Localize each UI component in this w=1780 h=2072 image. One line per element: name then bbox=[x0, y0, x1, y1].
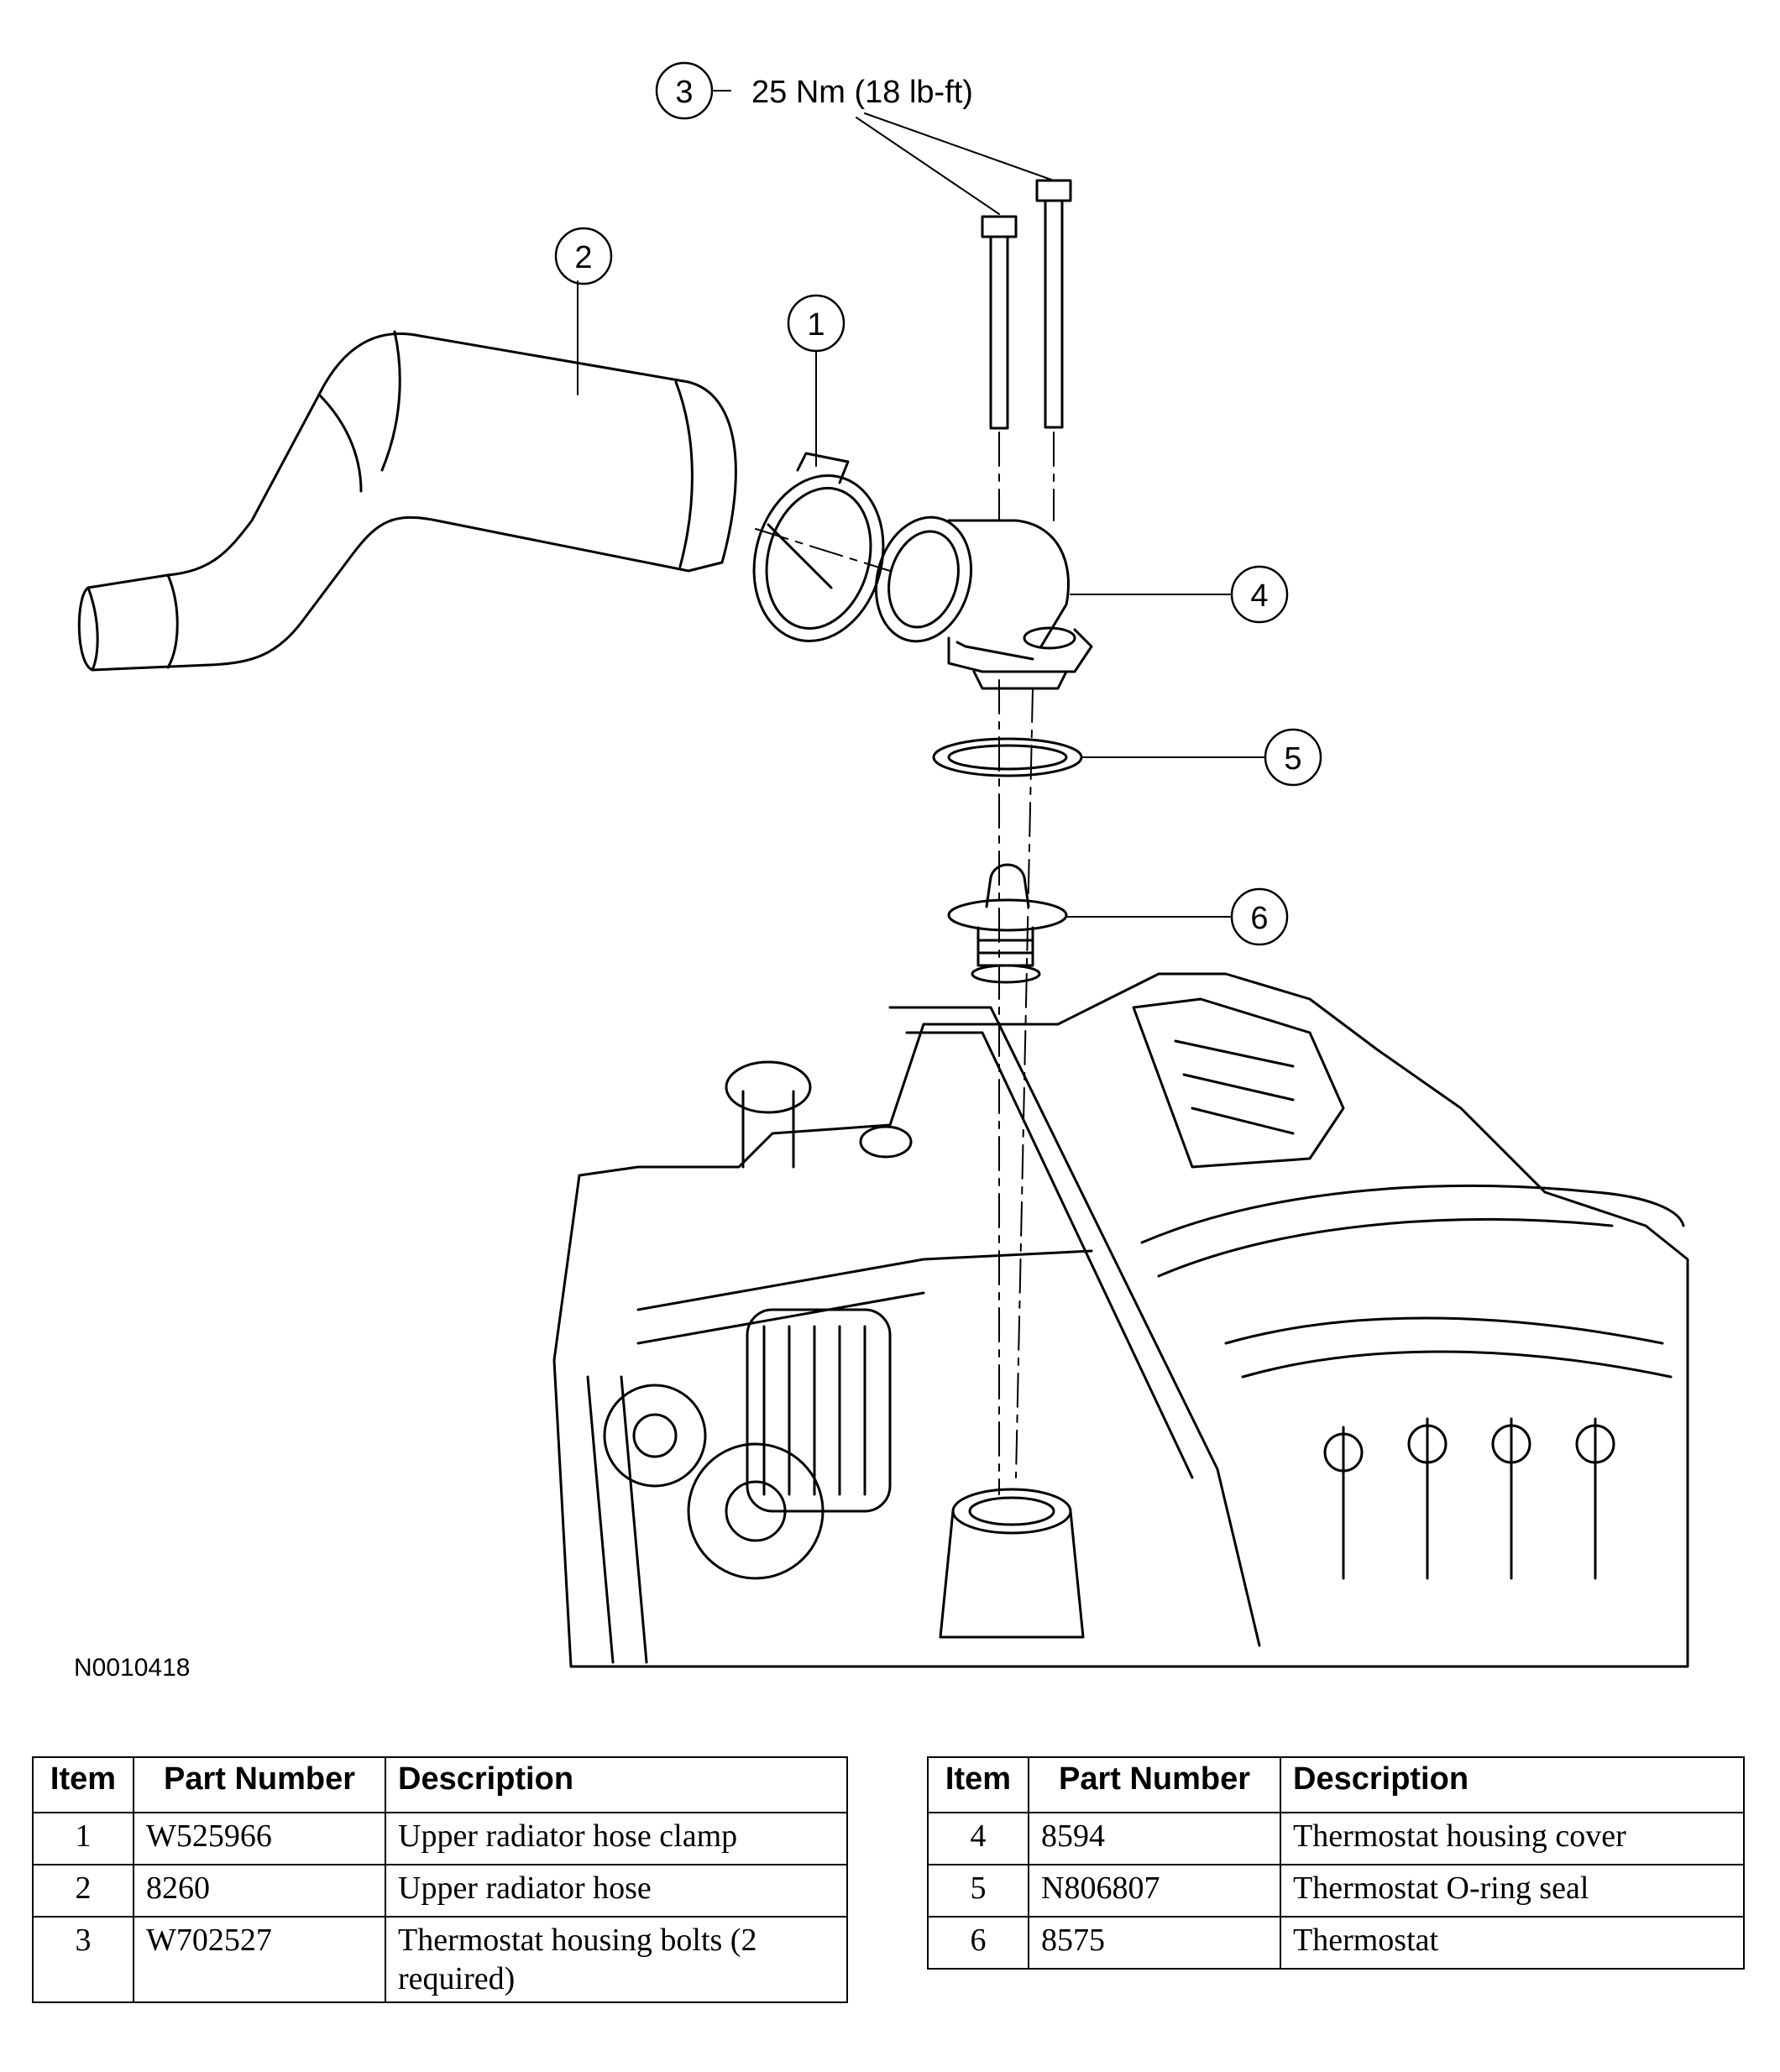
hose-clamp bbox=[752, 452, 885, 643]
thermostat-housing-cover bbox=[874, 515, 1093, 690]
table-row: 2 8260 Upper radiator hose bbox=[32, 1864, 848, 1918]
description-cell: Upper radiator hose clamp bbox=[385, 1812, 848, 1865]
header-part-number: Part Number bbox=[133, 1756, 386, 1813]
description-cell: Thermostat housing bolts (2 required) bbox=[385, 1916, 848, 2003]
item-cell: 2 bbox=[32, 1864, 134, 1918]
description-cell: Upper radiator hose bbox=[385, 1864, 848, 1918]
callout-4: 4 bbox=[1250, 578, 1268, 614]
leader-lines bbox=[577, 90, 1264, 918]
exploded-view-diagram: 3 2 1 4 5 6 25 Nm (18 lb-ft) bbox=[77, 61, 1689, 1668]
thermostat-o-ring bbox=[932, 737, 1083, 777]
header-part-number: Part Number bbox=[1028, 1756, 1281, 1813]
parts-table-right: Item Part Number Description 4 8594 Ther… bbox=[927, 1756, 1745, 1970]
callout-2: 2 bbox=[574, 240, 592, 275]
item-cell: 1 bbox=[32, 1812, 134, 1865]
table-row: 1 W525966 Upper radiator hose clamp bbox=[32, 1812, 848, 1865]
table-row: 3 W702527 Thermostat housing bolts (2 re… bbox=[32, 1916, 848, 2003]
header-item: Item bbox=[32, 1756, 134, 1813]
item-cell: 3 bbox=[32, 1916, 134, 2003]
description-cell: Thermostat housing cover bbox=[1280, 1812, 1745, 1865]
part-number-cell: W525966 bbox=[133, 1812, 386, 1865]
part-number-cell: 8260 bbox=[133, 1864, 386, 1918]
description-cell: Thermostat bbox=[1280, 1916, 1745, 1970]
engine-assembly bbox=[552, 972, 1689, 1668]
parts-table-left: Item Part Number Description 1 W525966 U… bbox=[32, 1756, 848, 2003]
thermostat-housing-bolts bbox=[981, 179, 1072, 430]
callout-5: 5 bbox=[1284, 741, 1301, 777]
header-item: Item bbox=[927, 1756, 1029, 1813]
thermostat bbox=[947, 863, 1068, 984]
table-header-row: Item Part Number Description bbox=[32, 1756, 848, 1813]
callout-circles bbox=[554, 61, 1322, 946]
description-cell: Thermostat O-ring seal bbox=[1280, 1864, 1745, 1918]
part-number-cell: 8575 bbox=[1028, 1916, 1281, 1970]
table-row: 5 N806807 Thermostat O-ring seal bbox=[927, 1864, 1745, 1918]
torque-spec: 25 Nm (18 lb-ft) bbox=[751, 75, 973, 110]
item-cell: 6 bbox=[927, 1916, 1029, 1970]
table-row: 4 8594 Thermostat housing cover bbox=[927, 1812, 1745, 1865]
table-header-row: Item Part Number Description bbox=[927, 1756, 1745, 1813]
header-description: Description bbox=[385, 1756, 848, 1813]
callout-3: 3 bbox=[675, 75, 693, 110]
item-cell: 4 bbox=[927, 1812, 1029, 1865]
upper-radiator-hose bbox=[77, 330, 737, 672]
assembly-centerlines bbox=[755, 432, 1055, 1495]
callout-1: 1 bbox=[807, 307, 825, 343]
callout-6: 6 bbox=[1250, 901, 1268, 936]
figure-id: N0010418 bbox=[74, 1654, 191, 1682]
part-number-cell: 8594 bbox=[1028, 1812, 1281, 1865]
part-number-cell: N806807 bbox=[1028, 1864, 1281, 1918]
item-cell: 5 bbox=[927, 1864, 1029, 1918]
table-row: 6 8575 Thermostat bbox=[927, 1916, 1745, 1970]
header-description: Description bbox=[1280, 1756, 1745, 1813]
part-number-cell: W702527 bbox=[133, 1916, 386, 2003]
